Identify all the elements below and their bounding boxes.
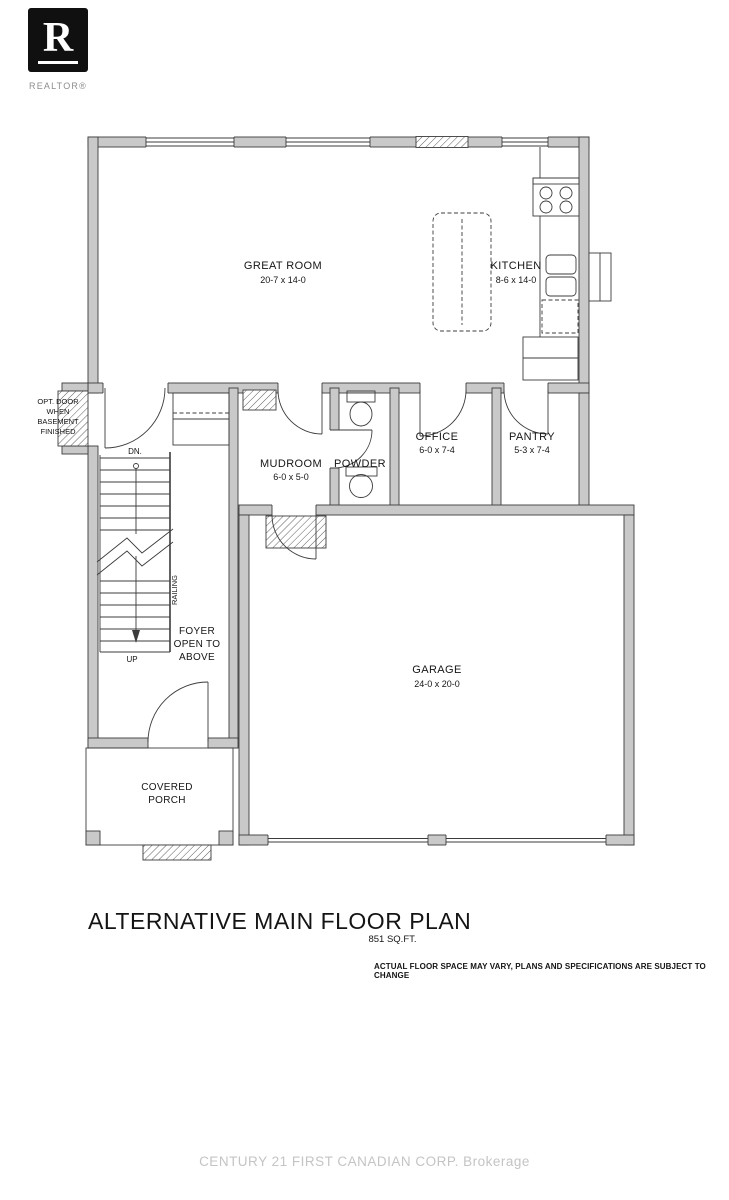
range (532, 177, 580, 217)
label-great-room: GREAT ROOM (244, 260, 322, 272)
wall-optdoor-stub-top (61, 382, 89, 392)
optional-door-panel (57, 390, 89, 447)
realtor-logo-bar (38, 60, 78, 64)
wall-optdoor-stub-bottom (61, 445, 89, 455)
window-great-room-left (145, 136, 235, 148)
realtor-r-icon: R (42, 14, 74, 61)
wall-right-upper (578, 136, 590, 394)
realtor-logo-box: R (28, 8, 88, 72)
label-up: UP (126, 655, 137, 664)
plan-area: 851 SQ.FT. (368, 934, 417, 945)
mudroom-bench (242, 389, 277, 411)
stair-direction-arrow (132, 463, 140, 643)
foyer-closet (172, 392, 230, 446)
kitchen-fixtures (432, 147, 612, 381)
powder-fixtures (345, 390, 378, 498)
label-office: OFFICE (416, 431, 459, 443)
label-kitchen: KITCHEN (490, 260, 541, 272)
door-side-entry (104, 387, 166, 449)
window-kitchen (501, 136, 549, 148)
chimney (588, 252, 612, 302)
label-opt-door-line3: BASEMENT (37, 417, 79, 426)
dims-kitchen: 8-6 x 14-0 (496, 275, 537, 285)
toilet (346, 390, 376, 427)
label-foyer-line2: OPEN TO (174, 639, 221, 650)
label-foyer-line1: FOYER (179, 626, 215, 637)
door-garage-entry (271, 514, 317, 560)
wall-garage-top (238, 504, 635, 516)
dims-mudroom: 6-0 x 5-0 (273, 472, 309, 482)
label-opt-door-line1: OPT. DOOR (37, 397, 79, 406)
wall-garage-bottom (238, 834, 635, 846)
label-mudroom: MUDROOM (260, 458, 322, 470)
plan-title: ALTERNATIVE MAIN FLOOR PLAN (88, 908, 472, 934)
door-mudroom (277, 389, 323, 435)
windows (145, 136, 549, 148)
porch-post-left (85, 830, 101, 846)
label-garage: GARAGE (412, 664, 461, 676)
door-front (147, 681, 209, 743)
door-powder (333, 429, 373, 469)
brokerage-watermark: CENTURY 21 FIRST CANADIAN CORP. Brokerag… (199, 1154, 530, 1169)
wall-pantry-right (578, 392, 590, 511)
wall-foyer-right (228, 387, 239, 749)
dims-great-room: 20-7 x 14-0 (260, 275, 306, 285)
kitchen-island (432, 212, 492, 332)
porch-step (142, 844, 212, 861)
stair-break-line (96, 528, 174, 576)
wall-office-left (389, 387, 400, 511)
dims-office: 6-0 x 7-4 (419, 445, 455, 455)
garage-doors (268, 838, 606, 843)
wall-left-upper (87, 136, 99, 394)
stairs (96, 452, 174, 653)
stair-treads (99, 455, 170, 653)
wall-garage-left (238, 514, 250, 846)
window-kitchen-hatched (415, 136, 469, 148)
dims-pantry: 5-3 x 7-4 (514, 445, 550, 455)
wall-openings (102, 382, 607, 846)
realtor-logo: R REALTOR® (28, 8, 88, 91)
label-opt-door-line2: WHEN (47, 407, 70, 416)
kitchen-sink (545, 254, 577, 297)
label-covered-porch-line1: COVERED (141, 782, 193, 793)
wall-left-lower (87, 445, 99, 749)
label-powder: POWDER (334, 458, 386, 470)
door-office (419, 389, 467, 437)
label-opt-door-line4: FINISHED (40, 427, 76, 436)
wall-garage-right (623, 514, 635, 846)
pedestal-sink (345, 466, 378, 498)
window-great-room-right (285, 136, 371, 148)
label-railing: RAILING (170, 575, 179, 605)
dims-garage: 24-0 x 20-0 (414, 679, 460, 689)
wall-pantry-left (491, 387, 502, 511)
realtor-logo-caption: REALTOR® (29, 81, 87, 91)
room-labels: GREAT ROOM 20-7 x 14-0 KITCHEN 8-6 x 14-… (141, 260, 555, 806)
label-foyer-line3: ABOVE (179, 652, 215, 663)
label-pantry: PANTRY (509, 431, 555, 443)
doors (104, 387, 549, 743)
label-covered-porch-line2: PORCH (148, 795, 186, 806)
plan-disclaimer: ACTUAL FLOOR SPACE MAY VARY, PLANS AND S… (374, 962, 706, 980)
label-dn: DN. (128, 447, 142, 456)
annotations: DN. UP RAILING OPT. DOOR WHEN BASEMENT F… (37, 397, 179, 664)
porch (85, 747, 234, 861)
dishwasher (541, 299, 579, 334)
porch-post-right (218, 830, 234, 846)
door-pantry (503, 389, 549, 435)
refrigerator (522, 336, 579, 381)
